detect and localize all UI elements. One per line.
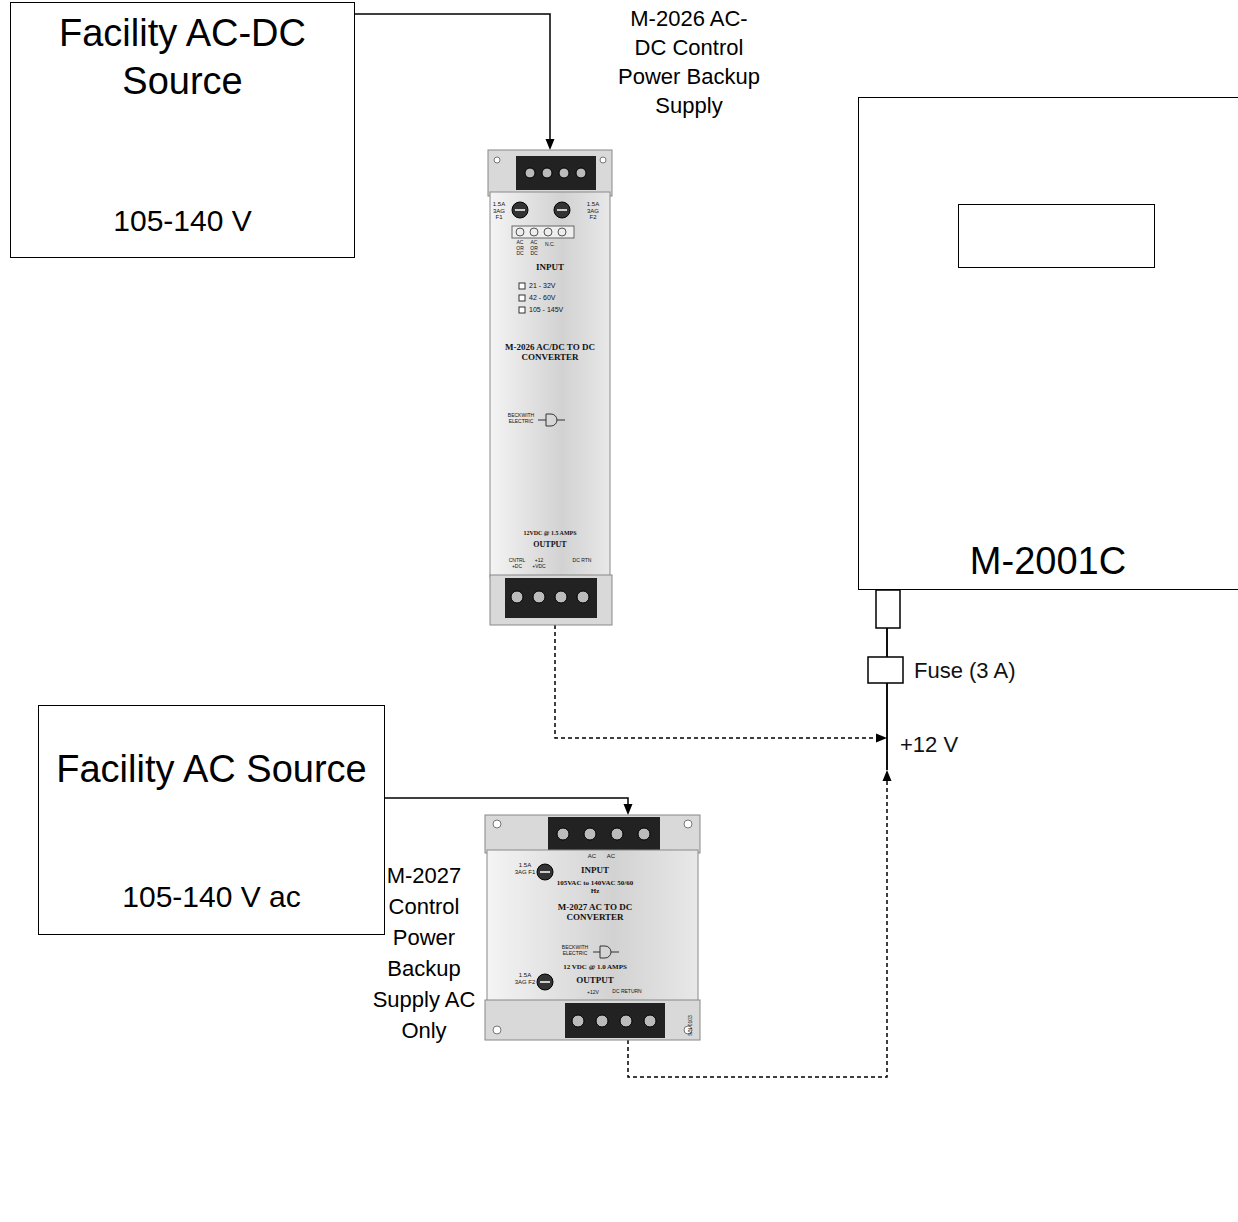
panel-marking: CNTRL +DC [506,558,528,569]
panel-marking: AC OR DC [513,240,527,257]
panel-marking: 105VAC to 140VAC 50/60 Hz [552,880,638,895]
m2027-converter-art [485,815,700,1040]
converter-unit: M-2027 Control Power Backup Supply AC On… [485,815,700,1040]
panel-marking: 1.5A 3AG F2 [514,972,536,985]
panel-marking: 12VDC @ 1.5 AMPS [490,530,610,537]
panel-marking: +12 +VDC [529,558,549,569]
source-box: Facility AC-DC Source 105-140 V [10,2,355,258]
panel-marking: INPUT [565,866,625,876]
panel-marking: BECKWITH ELECTRIC [560,945,590,956]
panel-marking: 1.5A 3AG F2 [583,201,603,221]
panel-marking: 105 - 145V [529,306,599,314]
panel-marking: OUTPUT [490,541,610,550]
panel-marking: OUTPUT [565,976,625,986]
panel-marking: INPUT [490,263,610,273]
fuse-symbol [868,657,903,683]
panel-marking: 21 - 32V [529,282,599,290]
panel-marking: M-2027 AC TO DC CONVERTER [552,903,638,923]
source-name: Facility AC Source [56,745,366,793]
feed-line [385,798,628,804]
source-box: Facility AC Source 105-140 V ac [38,705,385,935]
voltage-range: 105-140 V [113,203,251,239]
wire-label: Fuse (3 A) [912,658,1017,684]
panel-marking: 42 - 60V [529,294,599,302]
panel-marking: DC RTN [572,558,592,564]
unit-heading: M-2026 AC-DC Control Power Backup Supply [618,4,760,120]
panel-marking: AC [585,853,599,860]
arrow-head [876,734,887,743]
panel-marking: BECKWITH ELECTRIC [505,413,537,424]
source-name: Facility AC-DC Source [23,9,342,105]
arrow-head [883,770,892,781]
panel-marking: AC [604,853,618,860]
panel-marking: 12 VDC @ 1.0 AMPS [545,964,645,972]
feed-line [355,14,550,139]
display-window [958,204,1155,268]
wire-label: +12 V [898,732,960,758]
panel-marking: 1.5A 3AG F1 [489,201,509,221]
unit-heading: M-2027 Control Power Backup Supply AC On… [372,860,476,1046]
voltage-range: 105-140 V ac [122,879,300,915]
panel-marking: DC RETURN [612,989,642,995]
panel-marking: AC OR DC [527,240,541,257]
panel-marking: M-2026 AC/DC TO DC CONVERTER [505,343,595,363]
power-feed [355,14,555,150]
panel-marking: 1.5A 3AG F1 [514,862,536,875]
panel-marking: N.C. [541,242,559,248]
power-feed [385,798,633,815]
arrow-head [546,139,555,150]
dotted-feed-line [555,625,876,738]
unit-name: M-2001C [859,539,1237,583]
relay-unit-box: M-2001C [858,97,1238,590]
converter-unit: M-2026 AC-DC Control Power Backup Supply [488,150,612,625]
panel-marking: S/N 0103 [688,1015,694,1036]
power-connector [876,590,900,628]
m2026-converter-art [488,150,612,625]
arrow-head [624,804,633,815]
panel-marking: +12V [583,990,603,996]
